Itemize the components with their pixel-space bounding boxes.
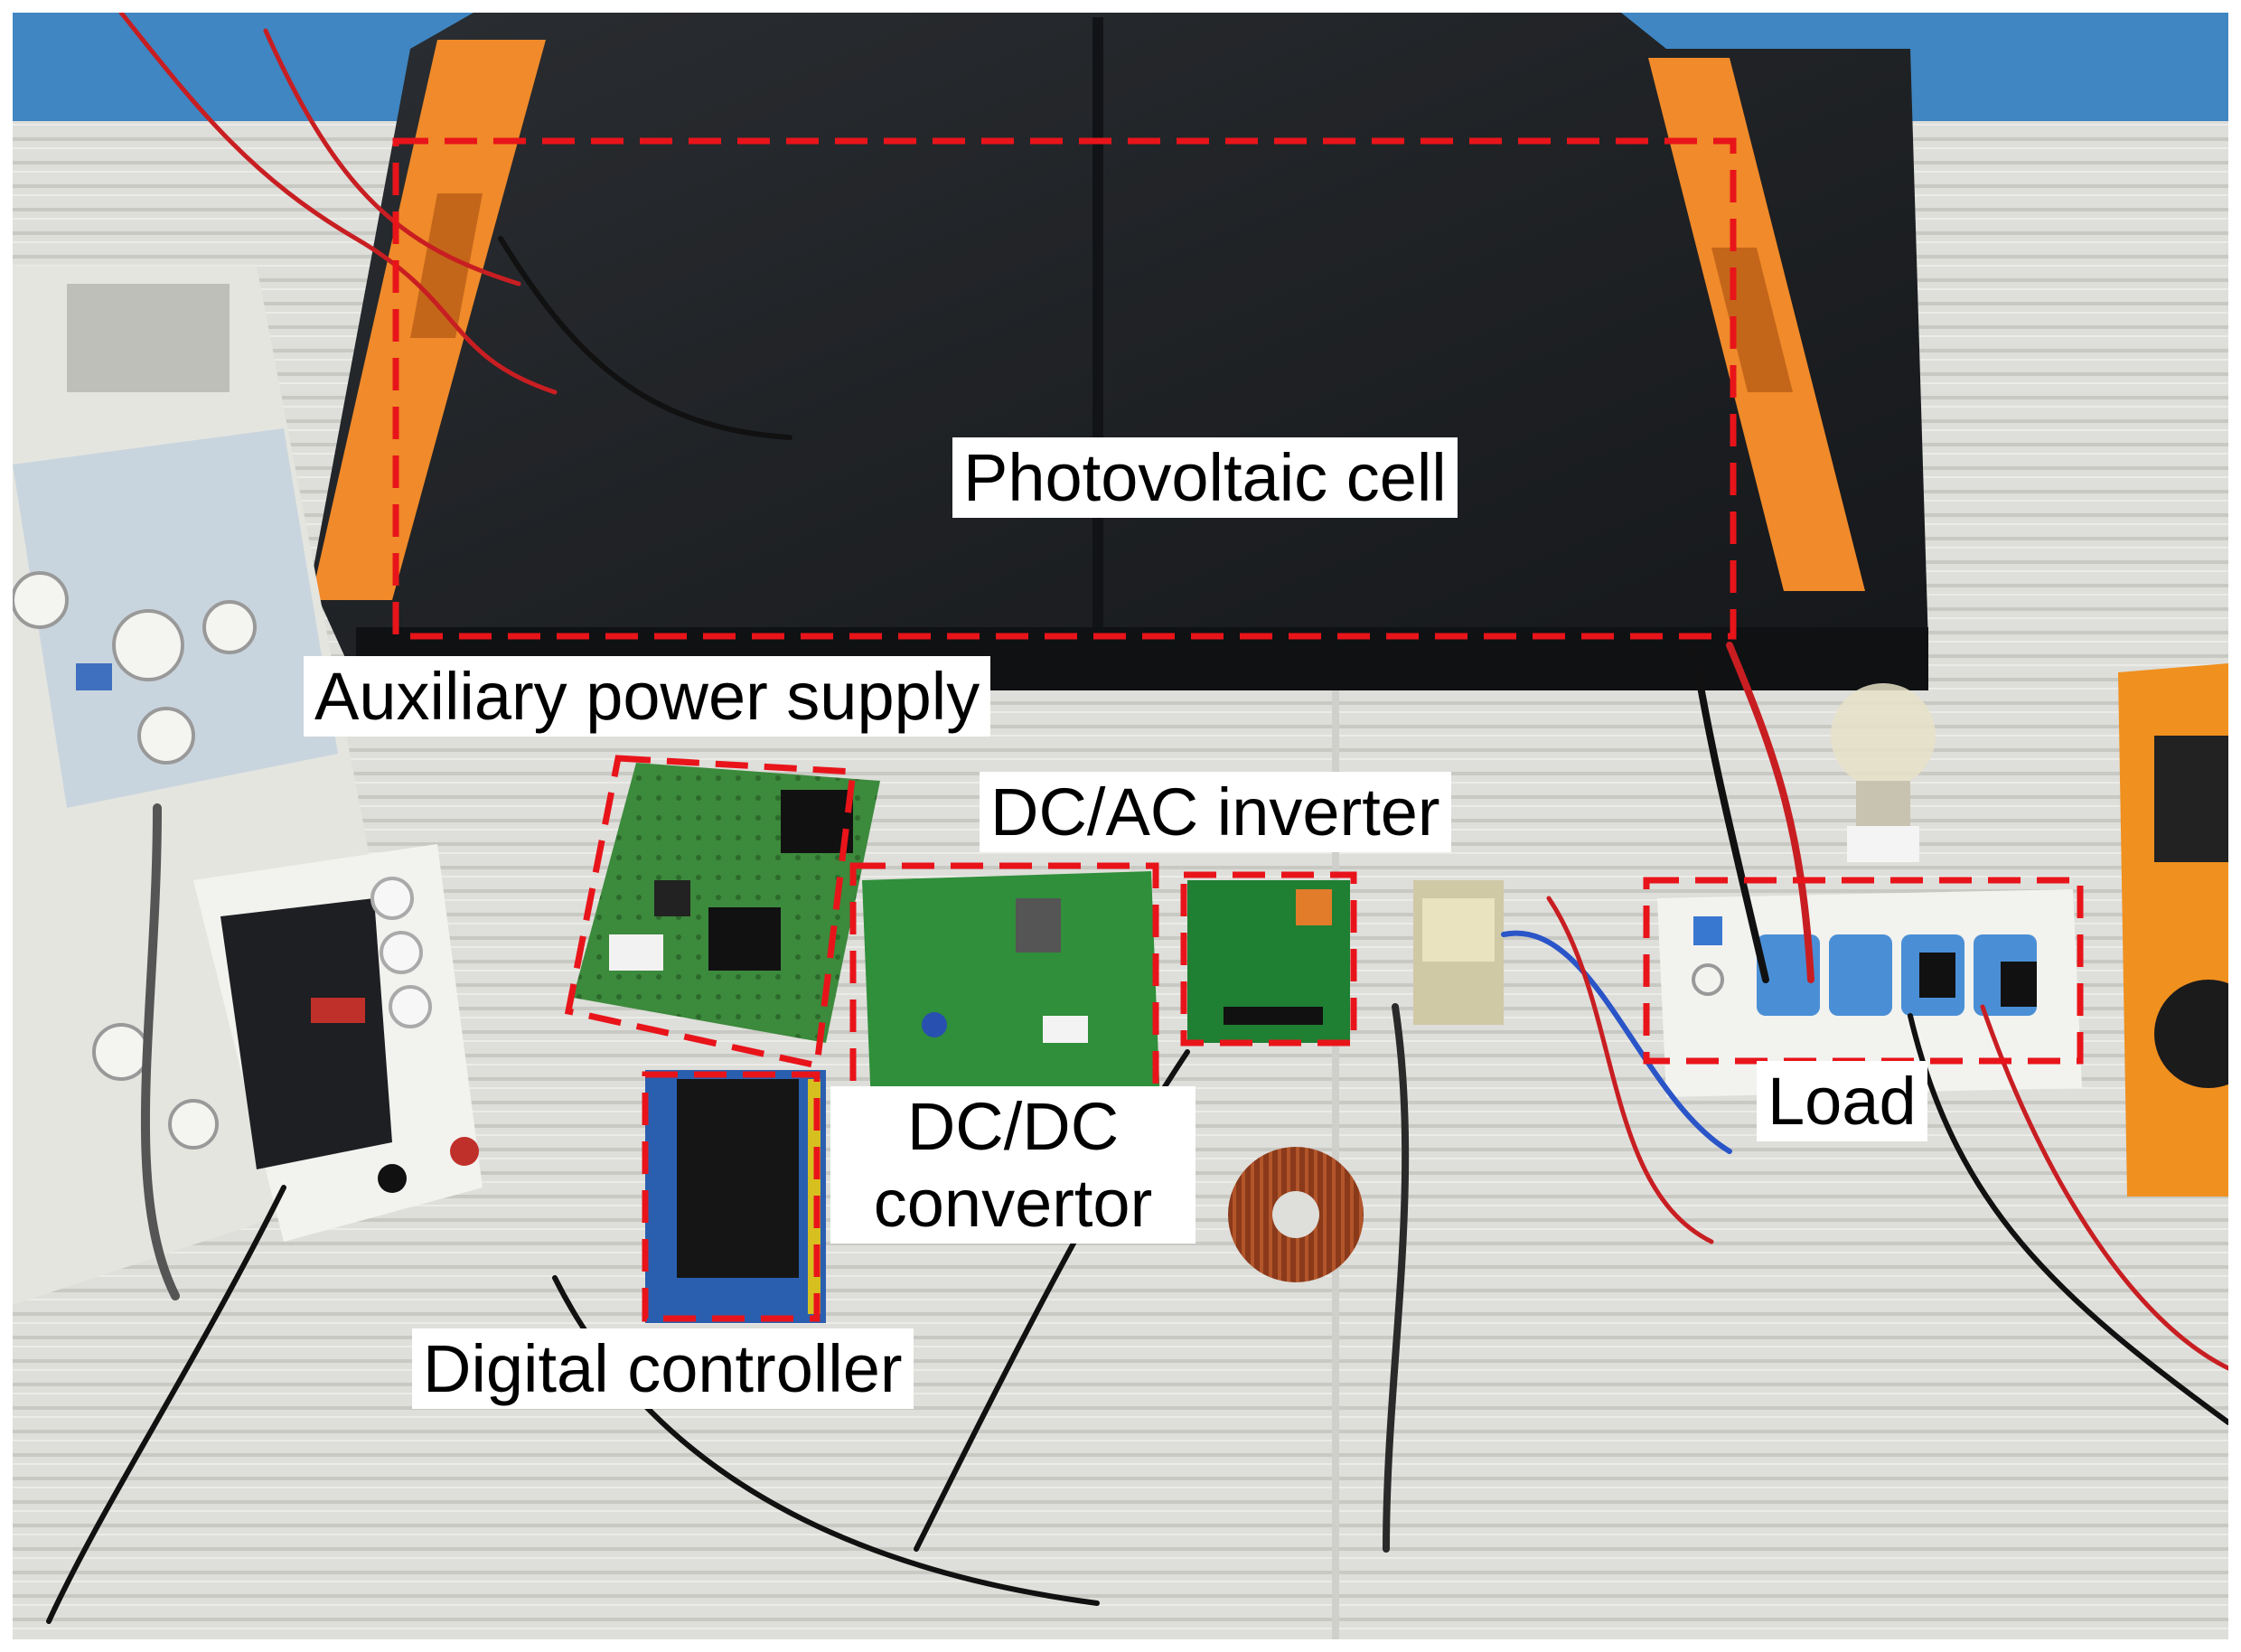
controller-board	[645, 1070, 826, 1323]
box-photovoltaic	[392, 137, 1737, 640]
label-digital-controller: Digital controller	[412, 1328, 914, 1410]
dcdc-board	[862, 871, 1160, 1106]
label-photovoltaic-cell: Photovoltaic cell	[952, 437, 1458, 519]
label-dc-dc-convertor: DC/DC convertor	[830, 1086, 1196, 1244]
multimeter	[2118, 663, 2228, 1197]
box-inverter	[1180, 871, 1357, 1047]
label-dc-ac-inverter: DC/AC inverter	[980, 772, 1451, 853]
solar-panel	[311, 13, 1928, 690]
label-load: Load	[1757, 1061, 1927, 1142]
cables	[46, 13, 2228, 1624]
inverter-board	[1187, 880, 1350, 1043]
lab-setup-photo	[13, 13, 2228, 1639]
auxiliary-board	[573, 763, 880, 1043]
light-bulb	[1831, 683, 1936, 862]
toroid-inductor	[1228, 1147, 1364, 1282]
label-dc-dc-line1: DC/DC	[906, 1089, 1120, 1164]
box-controller	[642, 1071, 820, 1322]
label-auxiliary-power-supply: Auxiliary power supply	[304, 656, 991, 737]
transformer	[1413, 880, 1504, 1025]
box-auxiliary	[564, 755, 857, 1070]
power-strip	[1657, 889, 2082, 1097]
photo-scene: Photovoltaic cell Auxiliary power supply…	[13, 13, 2228, 1639]
dc-power-supply	[193, 844, 483, 1242]
label-dc-dc-line2: convertor	[873, 1166, 1153, 1242]
